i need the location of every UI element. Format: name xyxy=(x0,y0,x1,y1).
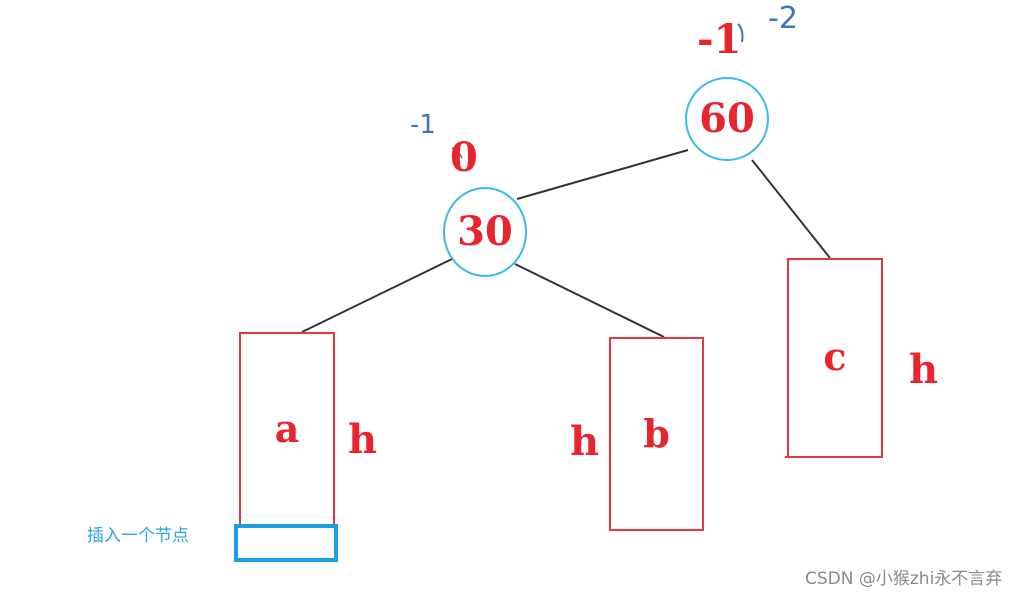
root-balance-factor: -1 xyxy=(697,16,742,63)
subtree-c-label: c xyxy=(823,334,847,379)
handwritten-stroke-left xyxy=(451,147,463,159)
subtree-b-height: h xyxy=(570,418,600,465)
subtree-a-height: h xyxy=(348,416,378,463)
left-balance-factor: 0 xyxy=(450,134,478,181)
edge-30-to-a xyxy=(301,258,453,333)
handwritten-stroke-root xyxy=(737,23,744,43)
subtree-b-label: b xyxy=(643,411,670,456)
subtree-b: b xyxy=(609,337,704,531)
subtree-c-height: h xyxy=(909,346,939,393)
inserted-node-box xyxy=(234,524,338,562)
node-60: 60 xyxy=(685,77,769,161)
edge-60-to-c xyxy=(751,159,831,259)
inserted-node-note: 插入一个节点 xyxy=(87,526,189,546)
node-30: 30 xyxy=(443,187,527,277)
watermark: CSDN @小猴zhi永不言弃 xyxy=(805,569,1003,589)
subtree-c: c xyxy=(787,258,883,456)
subtree-a-label: a xyxy=(274,406,300,451)
subtree-c-base xyxy=(785,456,883,458)
node-30-value: 30 xyxy=(457,208,513,255)
node-60-value: 60 xyxy=(699,95,755,142)
root-balance-factor-updated: -2 xyxy=(768,1,798,36)
edge-60-to-30 xyxy=(516,149,689,200)
edge-30-to-b xyxy=(514,263,665,338)
left-balance-factor-updated: -1 xyxy=(410,110,436,140)
subtree-a: a xyxy=(239,332,335,526)
